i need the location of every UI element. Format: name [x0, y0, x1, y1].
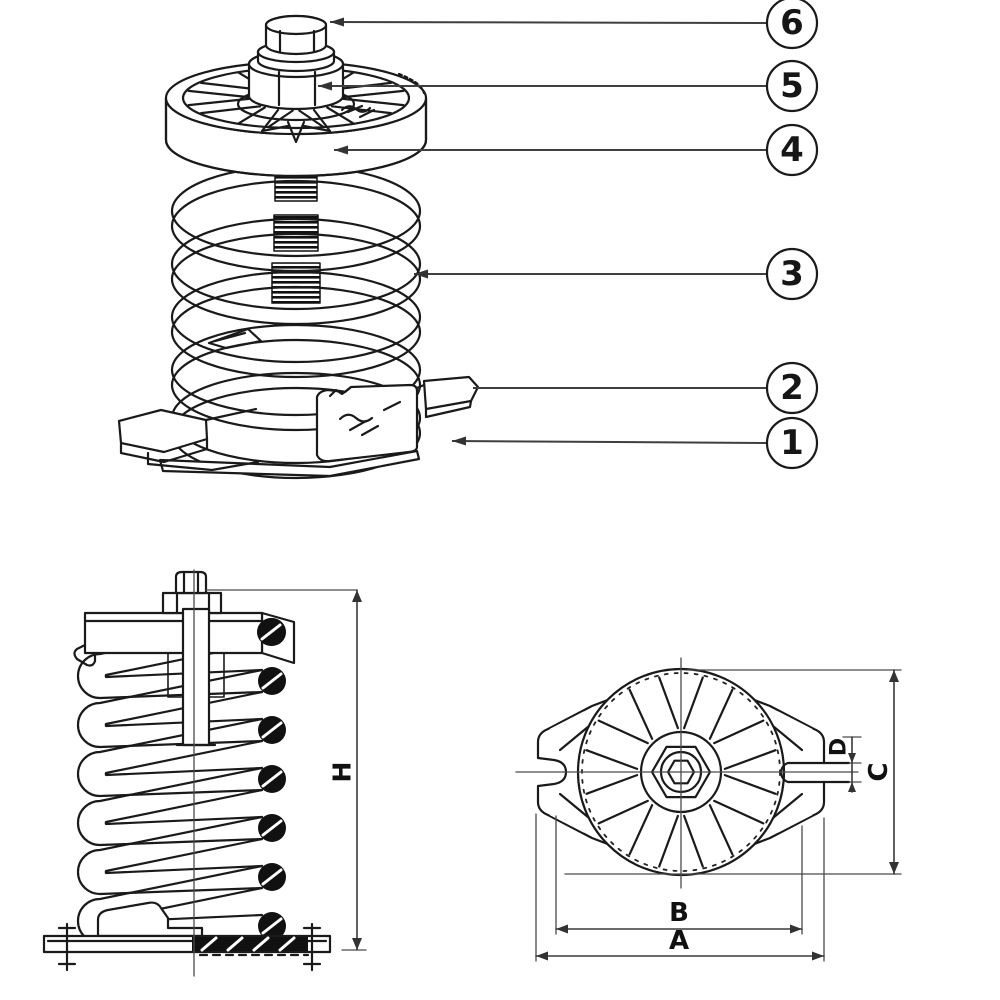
side-base-plate — [42, 922, 332, 972]
dimension-C: C — [564, 669, 902, 875]
leader-arrow-1 — [452, 436, 466, 446]
leader-arrow-6 — [330, 17, 344, 27]
leader-arrow-4 — [334, 145, 348, 155]
leader-line-6 — [329, 21, 768, 24]
hex-bolt — [264, 14, 328, 56]
callout-number-1: 1 — [780, 423, 804, 463]
callout-balloon-1: 1 — [765, 416, 819, 470]
callout-balloon-2: 2 — [765, 361, 819, 415]
dimension-A: A — [535, 926, 825, 961]
isometric-view — [117, 14, 480, 480]
dimension-H-label: H — [328, 762, 357, 783]
dimension-H: H — [205, 589, 367, 951]
base-front-edge — [158, 449, 421, 478]
callout-number-6: 6 — [780, 3, 804, 43]
top-view: D C B A — [515, 657, 902, 962]
callout-balloon-6: 6 — [765, 0, 819, 50]
leader-line-1 — [451, 440, 768, 444]
anchor-bolt-right — [302, 922, 322, 972]
side-bolt-head — [174, 570, 208, 595]
base-right-tab — [422, 375, 480, 411]
side-section-view: H — [42, 569, 367, 977]
callout-balloon-5: 5 — [765, 59, 819, 113]
spring-wire-end — [207, 327, 263, 350]
dimension-D-label: D — [827, 738, 852, 756]
leader-arrow-5 — [318, 81, 332, 91]
dimension-A-label: A — [669, 926, 689, 956]
side-lower-seat — [96, 901, 204, 938]
callout-number-2: 2 — [780, 368, 804, 408]
side-spring-coils — [76, 619, 264, 945]
base-housing — [315, 383, 419, 463]
spring-section-circles — [258, 618, 286, 940]
callout-number-4: 4 — [780, 130, 804, 170]
top-cap-spokes — [585, 676, 777, 868]
callout-balloon-4: 4 — [765, 123, 819, 177]
dimension-B-label: B — [669, 898, 689, 928]
dimension-D: D — [827, 736, 862, 793]
callouts: 6 5 4 3 2 1 — [318, 0, 819, 470]
base-plate — [117, 375, 480, 478]
callout-number-3: 3 — [780, 254, 804, 294]
callout-balloon-3: 3 — [765, 247, 819, 301]
leader-arrow-3 — [414, 269, 428, 279]
dimension-B: B — [555, 898, 803, 934]
base-left-tab — [117, 408, 209, 454]
side-threaded-rod — [175, 607, 217, 747]
callout-number-5: 5 — [780, 66, 804, 106]
anchor-bolt-left — [57, 922, 77, 972]
dimension-C-label: C — [864, 762, 894, 781]
